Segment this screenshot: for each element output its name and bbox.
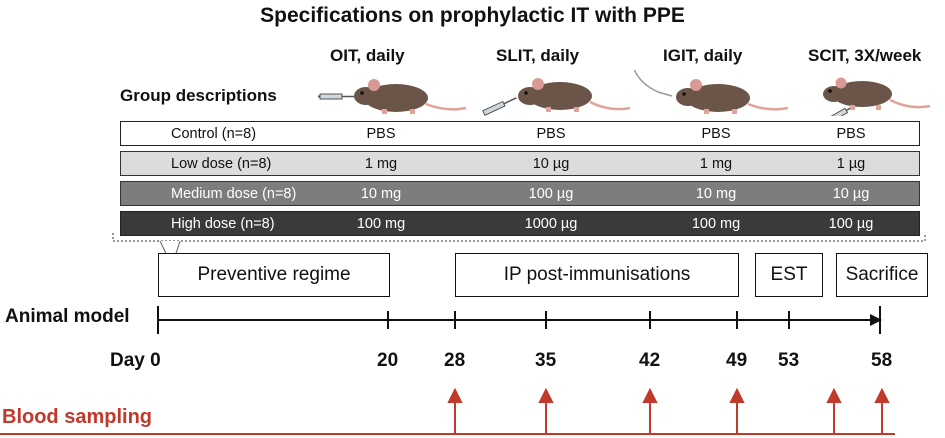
blood-sampling-label: Blood sampling [2,406,152,428]
route-scit-label: SCIT, 3X/week [808,46,922,65]
dose-slit: PBS [536,126,566,142]
dose-igit: 1 mg [699,156,733,172]
group-label: High dose (n=8) [171,216,275,232]
dose-oit: 10 mg [360,186,402,202]
blood-sampling-arrows [447,387,890,434]
day-label-53: 53 [778,350,800,371]
route-slit-label: SLIT, daily [496,46,580,65]
dose-oit: PBS [366,126,396,142]
group-row-control: Control (n=8) PBS PBS PBS PBS [120,121,920,146]
phase-ip-post-immunisations: IP post-immunisations [455,253,739,297]
table-bracket [112,233,926,242]
dose-oit: 100 mg [356,216,406,232]
dose-slit: 100 µg [528,186,574,202]
day-label-0: Day 0 [110,350,161,372]
dose-scit: 1 µg [836,156,866,172]
group-row-high: High dose (n=8) 100 mg 1000 µg 100 mg 10… [120,211,920,236]
day-prefix: Day [110,350,145,371]
group-label: Control (n=8) [171,126,257,142]
phase-est: EST [755,253,823,297]
dose-igit: 10 mg [695,186,737,202]
dose-oit: 1 mg [364,156,398,172]
group-row-low: Low dose (n=8) 1 mg 10 µg 1 mg 1 µg [120,151,920,176]
group-label: Low dose (n=8) [171,156,272,172]
dose-scit: 100 µg [828,216,874,232]
day-label-49: 49 [726,350,748,371]
route-oit-label: OIT, daily [330,46,405,65]
mouse-subcutaneous-icon [823,77,931,116]
timeline-arrowhead [870,314,882,326]
animal-model-label: Animal model [5,306,130,327]
mouse-sublingual-icon [482,78,630,116]
day-label-28: 28 [444,350,466,371]
dose-igit: 100 mg [691,216,741,232]
route-igit-label: IGIT, daily [663,46,743,65]
group-descriptions-label: Group descriptions [120,86,277,105]
day-ticks [387,311,790,329]
day-label-20: 20 [377,350,399,371]
phase-preventive-regime: Preventive regime [158,253,390,297]
day-label-58: 58 [871,350,893,371]
dose-igit: PBS [701,126,731,142]
mouse-intragastric-icon [633,70,788,114]
dose-slit: 10 µg [532,156,570,172]
group-label: Medium dose (n=8) [171,186,297,202]
dose-scit: 10 µg [832,186,870,202]
dose-scit: PBS [836,126,866,142]
mouse-oral-gavage-icon [318,79,467,114]
day-value: 0 [150,350,161,371]
group-row-medium: Medium dose (n=8) 10 mg 100 µg 10 mg 10 … [120,181,920,206]
day-label-42: 42 [639,350,661,371]
figure-title: Specifications on prophylactic IT with P… [260,4,685,27]
dose-slit: 1000 µg [524,216,578,232]
phase-sacrifice: Sacrifice [836,253,928,297]
day-label-35: 35 [535,350,557,371]
